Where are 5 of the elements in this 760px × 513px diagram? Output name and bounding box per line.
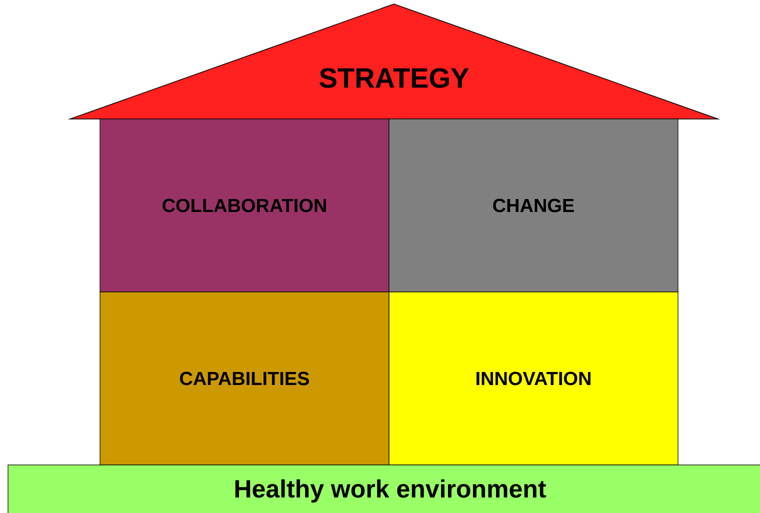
wall-block: COLLABORATION — [100, 118, 390, 292]
wall-block: CHANGE — [388, 118, 678, 292]
foundation-band: Healthy work environment — [8, 464, 760, 513]
wall-block: CAPABILITIES — [100, 292, 390, 466]
wall-block: INNOVATION — [388, 292, 678, 466]
